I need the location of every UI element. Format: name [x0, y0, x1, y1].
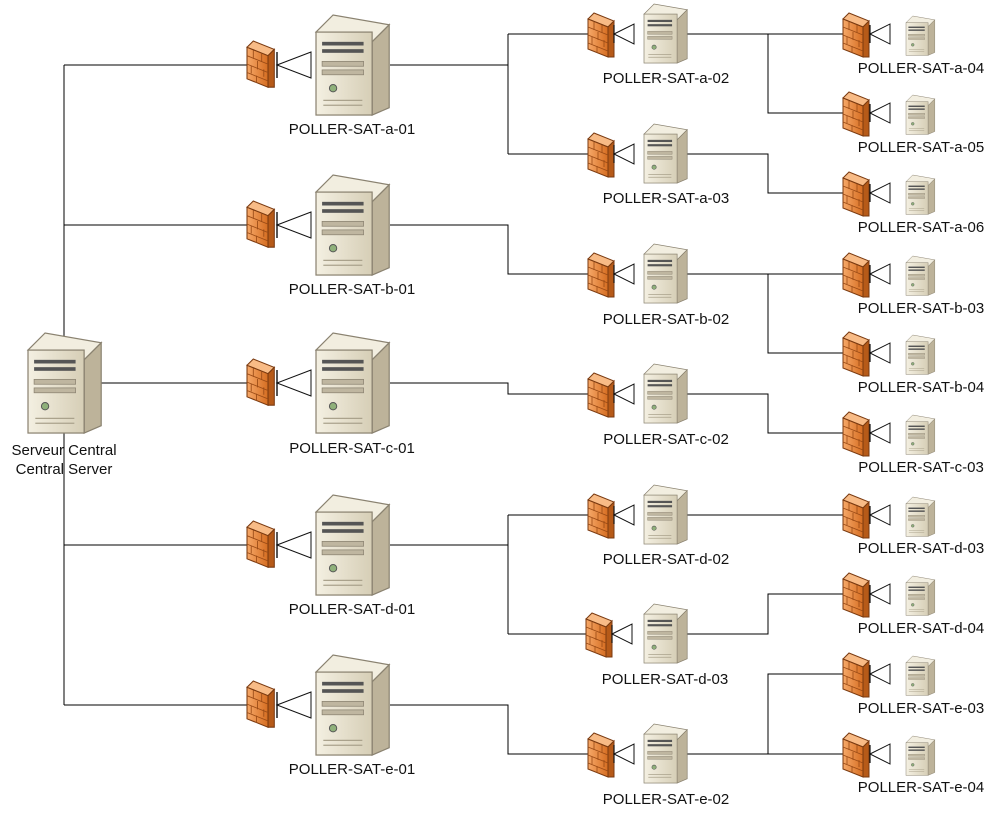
firewall-icon: [587, 12, 615, 58]
server-icon: [315, 174, 390, 276]
server-icon: [905, 496, 936, 537]
node-label-b02: POLLER-SAT-b-02: [602, 311, 730, 328]
triangle-connector-icon: [276, 211, 312, 239]
node-label-d03: POLLER-SAT-d-03: [601, 671, 729, 688]
central-server-label-en: Central Server: [15, 461, 113, 478]
server-icon: [643, 123, 688, 184]
firewall-icon: [842, 91, 870, 137]
firewall-icon: [246, 40, 275, 88]
node-label-a01: POLLER-SAT-a-01: [288, 121, 416, 138]
firewall-icon: [842, 652, 870, 698]
triangle-connector-icon: [869, 504, 891, 526]
node-label-d03b: POLLER-SAT-d-03: [857, 540, 985, 557]
triangle-connector-icon: [613, 743, 635, 765]
server-icon: [643, 3, 688, 64]
node-label-d04: POLLER-SAT-d-04: [857, 620, 985, 637]
triangle-connector-icon: [869, 263, 891, 285]
firewall-icon: [587, 252, 615, 298]
firewall-icon: [842, 331, 870, 377]
server-icon: [643, 484, 688, 545]
server-icon: [27, 332, 102, 434]
server-icon: [643, 723, 688, 784]
firewall-icon: [842, 12, 870, 58]
firewall-icon: [587, 372, 615, 418]
server-icon: [905, 655, 936, 696]
node-label-a05: POLLER-SAT-a-05: [857, 139, 985, 156]
triangle-connector-icon: [611, 623, 633, 645]
firewall-icon: [842, 732, 870, 778]
firewall-icon: [246, 680, 275, 728]
node-label-d01: POLLER-SAT-d-01: [288, 601, 416, 618]
firewall-icon: [246, 520, 275, 568]
firewall-icon: [842, 493, 870, 539]
triangle-connector-icon: [869, 663, 891, 685]
central-server: [27, 332, 102, 434]
firewall-icon: [842, 572, 870, 618]
firewall-icon: [587, 493, 615, 539]
triangle-connector-icon: [869, 583, 891, 605]
connection-lines: [63, 33, 845, 755]
node-label-b04: POLLER-SAT-b-04: [857, 379, 985, 396]
server-icon: [905, 575, 936, 616]
server-icon: [905, 255, 936, 296]
node-label-c03: POLLER-SAT-c-03: [858, 459, 984, 476]
server-icon: [643, 243, 688, 304]
server-icon: [905, 174, 936, 215]
triangle-connector-icon: [869, 422, 891, 444]
triangle-connector-icon: [613, 504, 635, 526]
server-icon: [315, 14, 390, 116]
node-label-a06: POLLER-SAT-a-06: [857, 219, 985, 236]
firewall-icon: [585, 612, 613, 658]
triangle-connector-icon: [869, 182, 891, 204]
node-label-b01: POLLER-SAT-b-01: [288, 281, 416, 298]
node-label-a03: POLLER-SAT-a-03: [602, 190, 730, 207]
node-label-e02: POLLER-SAT-e-02: [602, 791, 730, 808]
central-server-label-fr: Serveur Central: [11, 442, 117, 459]
triangle-connector-icon: [276, 369, 312, 397]
server-icon: [905, 334, 936, 375]
triangle-connector-icon: [276, 531, 312, 559]
node-label-a04: POLLER-SAT-a-04: [857, 60, 985, 77]
server-icon: [905, 94, 936, 135]
firewall-icon: [587, 732, 615, 778]
triangle-connector-icon: [869, 102, 891, 124]
tier2-nodes: [585, 3, 688, 784]
triangle-connector-icon: [276, 51, 312, 79]
node-label-e03: POLLER-SAT-e-03: [857, 700, 985, 717]
firewall-icon: [842, 171, 870, 217]
server-icon: [315, 494, 390, 596]
node-label-a02: POLLER-SAT-a-02: [602, 70, 730, 87]
node-label-c01: POLLER-SAT-c-01: [289, 440, 415, 457]
server-icon: [643, 363, 688, 424]
node-label-d02: POLLER-SAT-d-02: [602, 551, 730, 568]
triangle-connector-icon: [276, 691, 312, 719]
server-icon: [905, 735, 936, 776]
server-icon: [905, 414, 936, 455]
triangle-connector-icon: [613, 383, 635, 405]
triangle-connector-icon: [869, 743, 891, 765]
firewall-icon: [246, 358, 275, 406]
triangle-connector-icon: [613, 143, 635, 165]
server-icon: [643, 603, 688, 664]
firewall-icon: [842, 411, 870, 457]
triangle-connector-icon: [869, 342, 891, 364]
node-label-c02: POLLER-SAT-c-02: [603, 431, 729, 448]
node-label-e04: POLLER-SAT-e-04: [857, 779, 985, 796]
server-icon: [315, 332, 390, 434]
firewall-icon: [587, 132, 615, 178]
triangle-connector-icon: [613, 263, 635, 285]
firewall-icon: [842, 252, 870, 298]
node-label-b03: POLLER-SAT-b-03: [857, 300, 985, 317]
firewall-icon: [246, 200, 275, 248]
node-label-e01: POLLER-SAT-e-01: [288, 761, 416, 778]
server-icon: [315, 654, 390, 756]
triangle-connector-icon: [869, 23, 891, 45]
triangle-connector-icon: [613, 23, 635, 45]
server-icon: [905, 15, 936, 56]
